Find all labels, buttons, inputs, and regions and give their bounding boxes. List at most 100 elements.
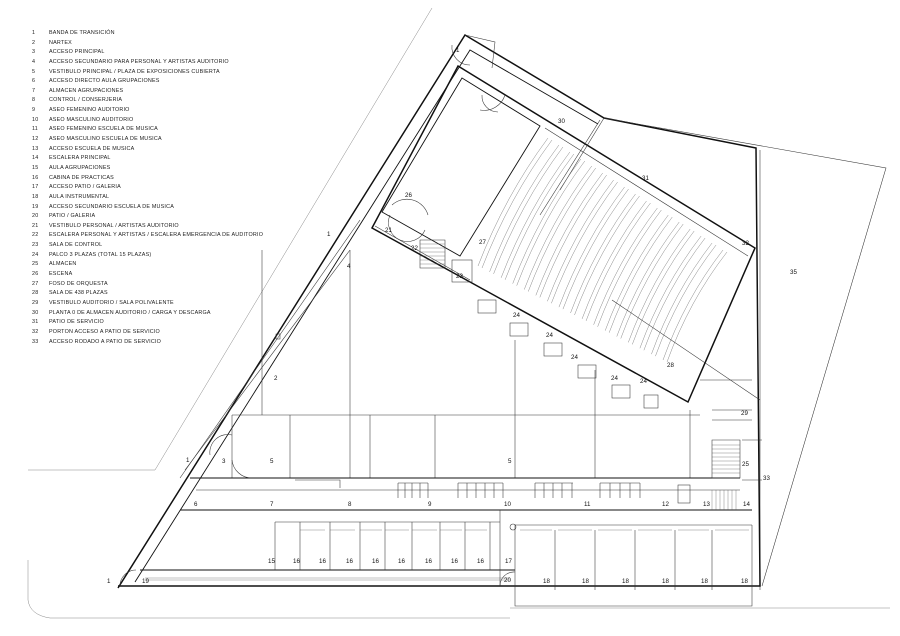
legend-text: SALA DE 438 PLAZAS	[49, 290, 108, 297]
legend-number: 5	[32, 68, 36, 75]
corridor-band	[180, 439, 752, 511]
legend-number: 22	[32, 232, 39, 239]
legend-text: VESTIBULO PRINCIPAL / PLAZA DE EXPOSICIO…	[49, 68, 220, 75]
seat-row-back	[609, 216, 673, 333]
legend-item: 5 VESTIBULO PRINCIPAL / PLAZA DE EXPOSICI…	[28, 68, 263, 78]
legend-text: ASEO FEMENINO AUDITORIO	[49, 107, 130, 114]
label-1c: 1	[186, 457, 190, 464]
legend-text: ACCESO DIRECTO AULA GRUPACIONES	[49, 78, 160, 85]
label-16c: 16	[346, 558, 353, 565]
seat-row-back	[597, 209, 662, 327]
label-24e: 24	[640, 378, 647, 385]
legend-number: 24	[32, 251, 39, 258]
legend-number: 32	[32, 328, 39, 335]
label-21: 21	[385, 227, 392, 234]
seat-row	[616, 221, 680, 337]
label-23: 23	[456, 273, 463, 280]
legend-number: 10	[32, 116, 39, 123]
legend-text: PORTON ACCESO A PATIO DE SERVICIO	[49, 328, 160, 335]
seating-rows	[477, 137, 728, 363]
hall-structure	[209, 44, 700, 479]
seat-row-back	[643, 237, 706, 351]
label-4: 4	[347, 263, 351, 270]
legend-number: 8	[32, 97, 36, 104]
legend-text: AULA INSTRUMENTAL	[49, 193, 110, 200]
legend-number: 17	[32, 184, 39, 191]
seat-row	[558, 186, 625, 308]
label-10: 10	[504, 501, 511, 508]
legend-text: ESCALERA PERSONAL Y ARTISTAS / ESCALERA …	[49, 232, 264, 239]
legend-item: 29 VESTIBULO AUDITORIO / SALA POLIVALENTE	[28, 299, 263, 309]
legend-number: 14	[32, 155, 39, 162]
seat-row	[512, 158, 581, 284]
seat-row	[547, 179, 614, 302]
legend-text: SALA DE CONTROL	[49, 242, 103, 249]
legend-number: 11	[32, 126, 38, 133]
seat-row-back	[504, 153, 575, 280]
label-14: 14	[743, 501, 750, 508]
legend-number: 33	[32, 338, 39, 345]
label-12: 12	[662, 501, 669, 508]
seat-row-back	[493, 146, 564, 274]
legend-item: 22 ESCALERA PERSONAL Y ARTISTAS / ESCALER…	[28, 231, 263, 241]
label-28: 28	[667, 362, 674, 369]
label-31: 31	[642, 175, 649, 182]
label-25: 25	[742, 461, 749, 468]
label-5a: 5	[270, 458, 274, 465]
stair-22	[419, 239, 446, 269]
seat-row	[570, 193, 636, 314]
seat-row	[662, 249, 724, 361]
legend-text: ACCESO SECUNDARIO PARA PERSONAL Y ARTIST…	[49, 58, 229, 65]
legend-number: 25	[32, 261, 39, 268]
label-22: 22	[411, 245, 418, 252]
legend-number: 15	[32, 164, 39, 171]
legend-number: 12	[32, 136, 39, 143]
label-16g: 16	[451, 558, 458, 565]
label-8: 8	[348, 501, 352, 508]
label-17: 17	[505, 558, 512, 565]
seat-row-back	[562, 188, 629, 310]
legend-text: PATIO / GALERIA	[49, 213, 96, 220]
legend-item: 10 ASEO MASCULINO AUDITORIO	[28, 116, 263, 126]
legend-text: PALCO 3 PLAZAS (TOTAL 15 PLAZAS)	[49, 251, 152, 258]
label-15: 15	[268, 558, 275, 565]
label-18c: 18	[622, 578, 629, 585]
label-26: 26	[405, 192, 412, 199]
legend-text: ACCESO ESCUELA DE MUSICA	[49, 145, 135, 152]
label-29: 29	[741, 410, 748, 417]
seat-row	[593, 207, 658, 325]
label-1b: 1	[327, 231, 331, 238]
label-3: 3	[222, 458, 226, 465]
legend-item: 11 ASEO FEMENINO ESCUELA DE MUSICA	[28, 125, 263, 135]
legend-number: 28	[32, 290, 39, 297]
seat-row	[651, 242, 713, 355]
label-1a: 1	[456, 47, 460, 54]
legend-text: VESTIBULO AUDITORIO / SALA POLIVALENTE	[49, 299, 174, 306]
legend-text: ASEO FEMENINO ESCUELA DE MUSICA	[49, 126, 158, 133]
seat-row-back	[574, 195, 640, 316]
label-5b: 5	[508, 458, 512, 465]
label-9: 9	[428, 501, 432, 508]
seat-row-back	[632, 230, 695, 345]
seat-row-back	[620, 223, 684, 339]
legend-number: 16	[32, 174, 39, 181]
legend-text: ASEO MASCULINO AUDITORIO	[49, 116, 134, 123]
legend-number: 26	[32, 271, 39, 278]
legend-number: 29	[32, 299, 39, 306]
legend-number: 21	[32, 222, 39, 229]
